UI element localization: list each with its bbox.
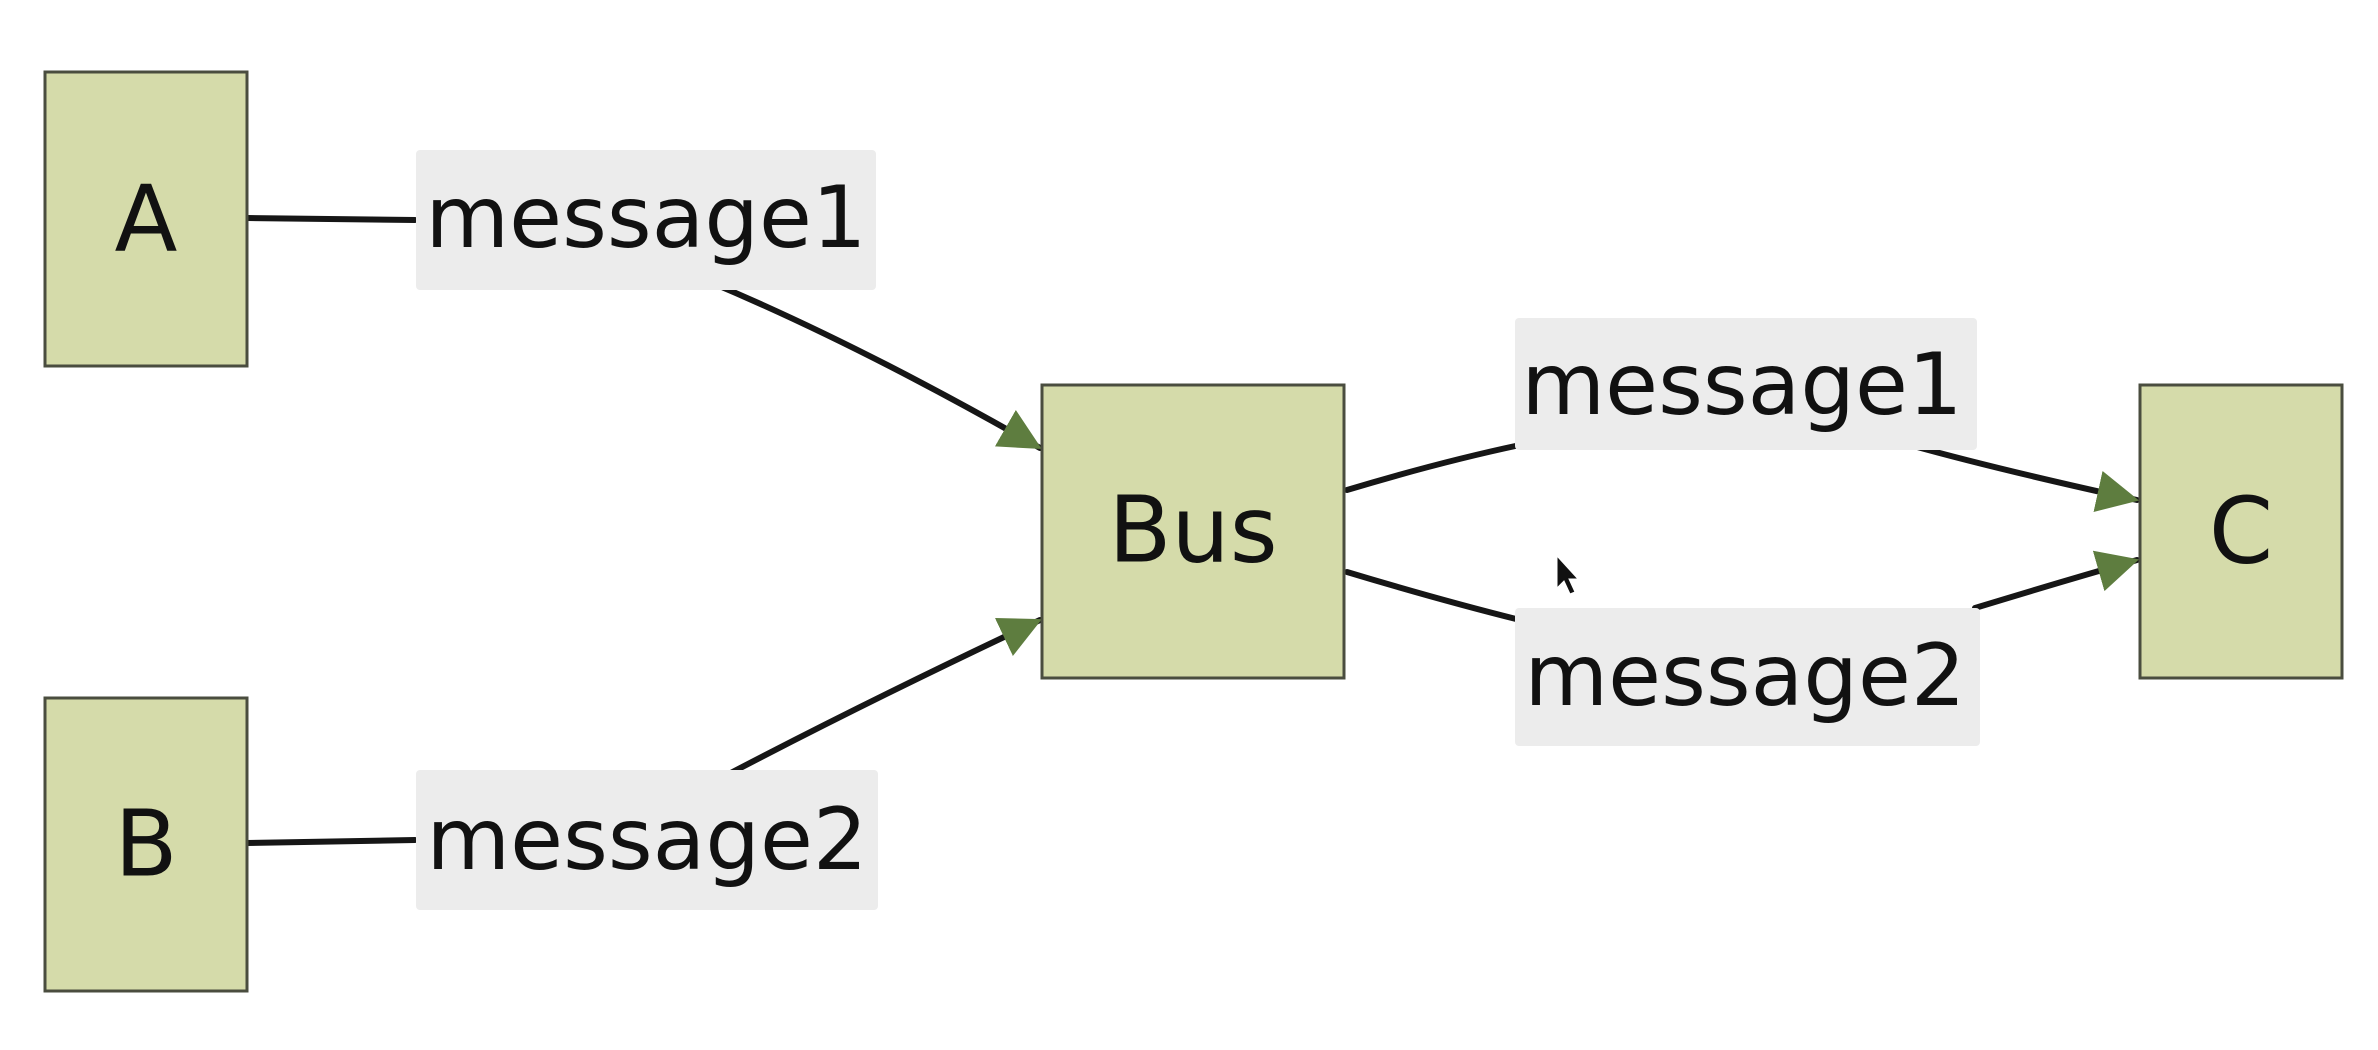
edge-label-b-bus: message2 <box>426 790 867 890</box>
edge-line-segment <box>1344 442 1523 493</box>
node-bus-label: Bus <box>1108 477 1277 584</box>
edge-label-background <box>1515 608 1980 746</box>
edge-line-segment <box>722 617 1043 779</box>
node-c[interactable]: C <box>2138 383 2344 680</box>
edge-label-background <box>416 770 878 910</box>
node-b[interactable]: B <box>43 696 249 993</box>
node-b-label: B <box>114 791 177 898</box>
edge-bus-to-c-message2: message2 <box>1344 550 2140 746</box>
edge-line-segment <box>245 215 418 223</box>
edge-a-to-bus: message1 <box>245 150 1043 451</box>
edge-line-segment <box>1972 550 2140 611</box>
edge-label-background <box>1515 318 1977 450</box>
node-c-label: C <box>2209 478 2273 585</box>
mouse-pointer-icon <box>1556 554 1580 595</box>
node-a-label: A <box>115 166 178 273</box>
node-a[interactable]: A <box>43 70 249 368</box>
edge-line-segment <box>1344 569 1523 623</box>
edge-line-segment <box>244 837 418 846</box>
edge-line-segment <box>1907 442 2140 512</box>
edge-label-bus-c-bottom: message2 <box>1524 626 1965 726</box>
edge-label-a-bus: message1 <box>425 168 866 268</box>
node-bus[interactable]: Bus <box>1040 383 1346 680</box>
edge-b-to-bus: message2 <box>244 617 1043 910</box>
edge-label-bus-c-top: message1 <box>1521 335 1962 435</box>
edge-label-background <box>416 150 876 290</box>
edge-line-segment <box>707 279 1043 451</box>
edge-bus-to-c-message1: message1 <box>1344 318 2140 512</box>
